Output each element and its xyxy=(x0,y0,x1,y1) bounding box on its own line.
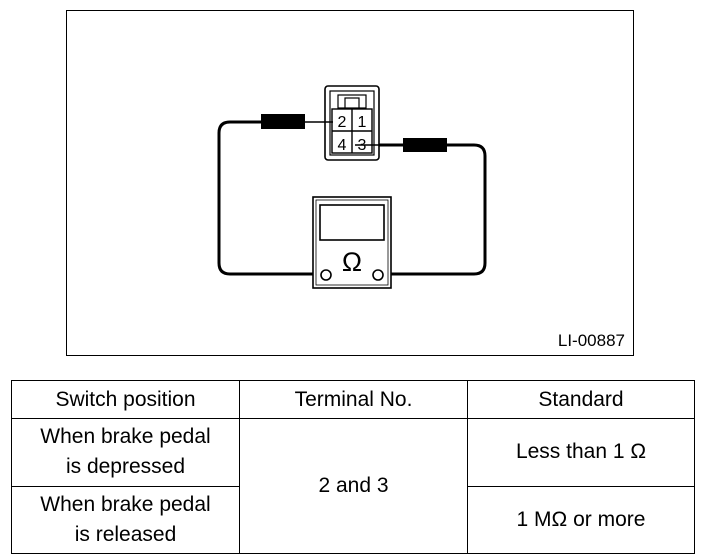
right-probe-wire xyxy=(355,143,487,276)
meter-terminal-right xyxy=(372,269,384,281)
terminal-label-1: 1 xyxy=(358,114,367,131)
right-probe-sleeve xyxy=(403,138,447,152)
switch-position-cell: When brake pedal is released xyxy=(11,485,240,554)
position-line: is released xyxy=(74,522,177,546)
table-row: When brake pedal is depressed 2 and 3 Le… xyxy=(11,418,695,554)
left-probe-sleeve xyxy=(261,114,305,129)
terminal-label-2: 2 xyxy=(338,114,347,131)
standard-cell: 1 MΩ or more xyxy=(467,485,695,554)
position-line: is depressed xyxy=(65,455,186,479)
ohm-symbol: Ω xyxy=(342,247,362,277)
header-standard: Standard xyxy=(467,380,695,419)
ohmmeter: Ω xyxy=(312,196,392,289)
header-switch-position: Switch position xyxy=(11,380,240,419)
terminal-no-cell: 2 and 3 xyxy=(239,418,468,554)
header-terminal-no: Terminal No. xyxy=(239,380,468,419)
diagram-frame: 2 1 4 3 Ω LI-00887 xyxy=(66,10,634,356)
table-header-row: Switch position Terminal No. Standard xyxy=(11,380,695,419)
position-line: When brake pedal xyxy=(40,492,211,516)
meter-display xyxy=(319,204,385,241)
table-row: When brake pedal is released 1 MΩ or mor… xyxy=(11,485,695,554)
left-probe-wire xyxy=(217,120,319,276)
circuit-diagram: 2 1 4 3 Ω xyxy=(217,85,487,289)
switch-position-cell: When brake pedal is depressed xyxy=(11,418,240,487)
figure-id-label: LI-00887 xyxy=(557,331,625,350)
terminal-label-3: 3 xyxy=(358,137,367,154)
brake-switch-connector xyxy=(324,85,380,161)
inspection-spec-table: Switch position Terminal No. Standard Wh… xyxy=(11,380,695,554)
standard-cell: Less than 1 Ω xyxy=(467,418,695,487)
terminal-label-4: 4 xyxy=(338,137,347,154)
meter-terminal-left xyxy=(320,269,332,281)
position-line: When brake pedal xyxy=(40,425,211,449)
